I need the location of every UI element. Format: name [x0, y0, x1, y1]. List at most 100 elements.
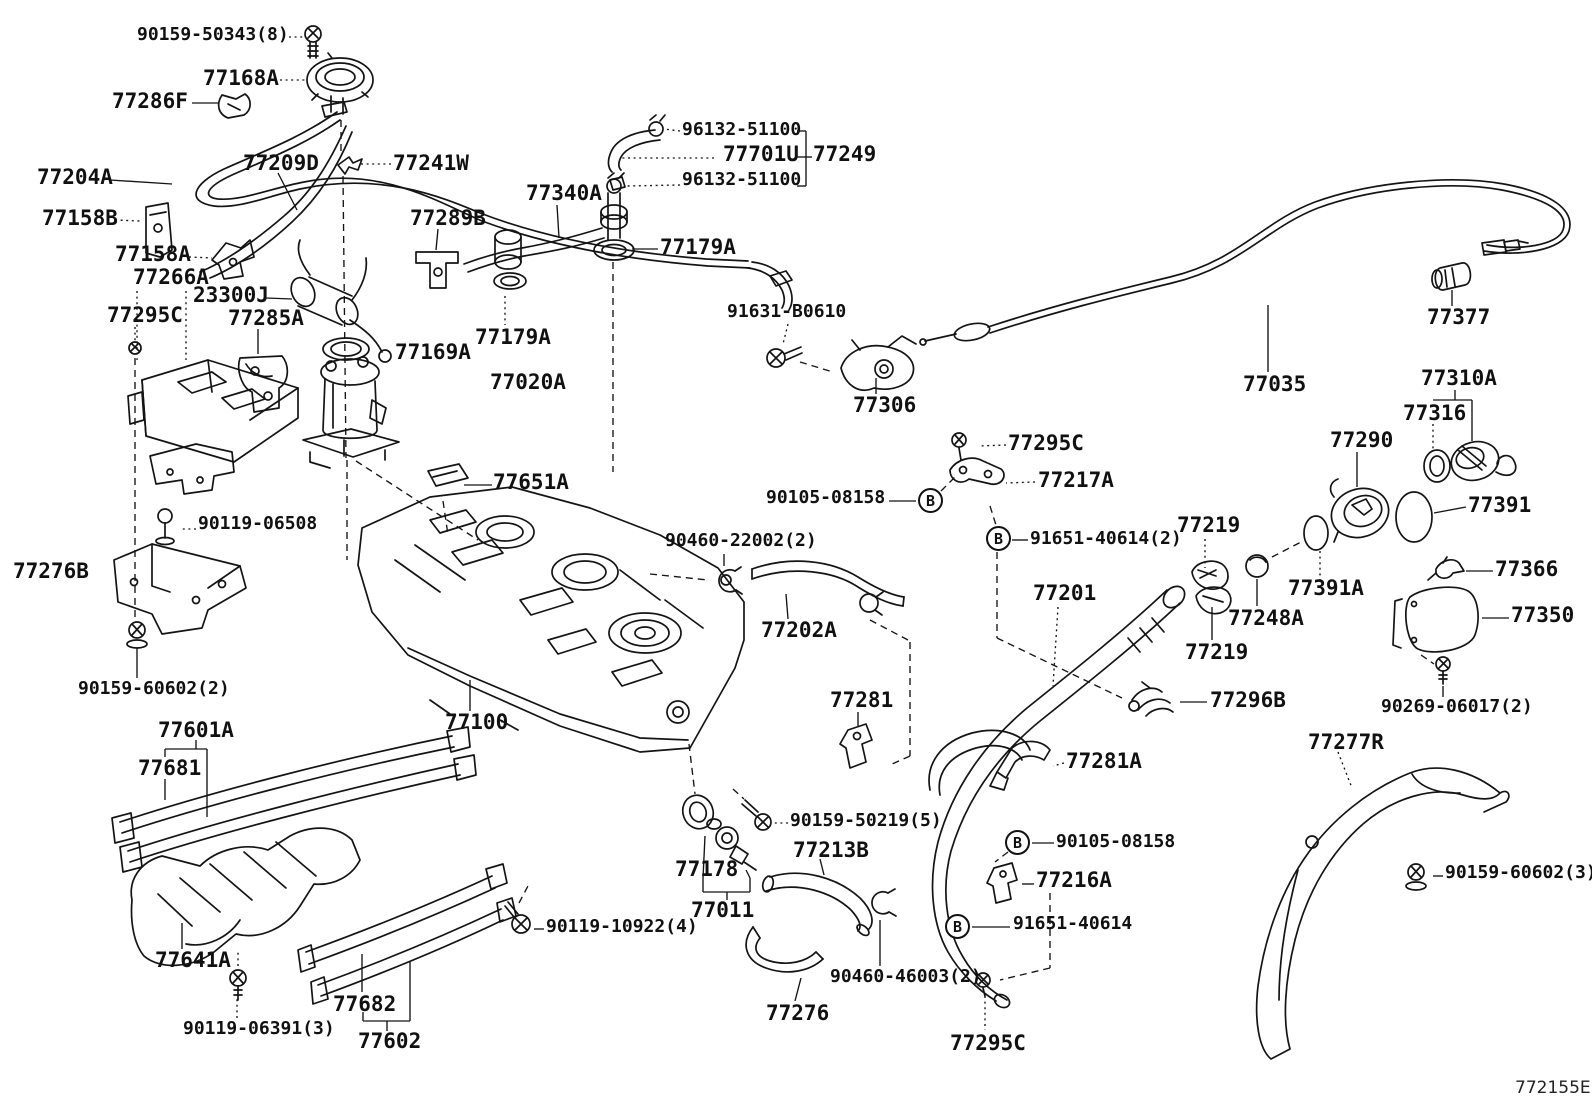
- part-label-77168A: 77168A: [203, 66, 279, 90]
- part-label-90159-50343(8): 90159-50343(8): [137, 24, 289, 45]
- part-label-23300J: 23300J: [193, 283, 269, 307]
- part-label-77020A: 77020A: [490, 370, 566, 394]
- part-label-90105-08158: 90105-08158: [1056, 831, 1176, 852]
- leader-line: [689, 744, 695, 794]
- leader-line: [995, 852, 1008, 862]
- part-label-77310A: 77310A: [1421, 366, 1497, 390]
- part-label-77213B: 77213B: [793, 838, 869, 862]
- part-label-77682: 77682: [333, 992, 397, 1016]
- part-label-77219: 77219: [1177, 513, 1241, 537]
- leader-line: [557, 205, 559, 238]
- leader-line: [1006, 482, 1035, 483]
- part-label-90105-08158: 90105-08158: [766, 487, 886, 508]
- part-label-77306: 77306: [853, 393, 917, 417]
- leader-line: [1053, 763, 1064, 766]
- part-label-77217A: 77217A: [1038, 468, 1114, 492]
- part-label-77295C: 77295C: [950, 1031, 1026, 1055]
- fuel-filler-pipe-art: [678, 582, 1189, 1010]
- part-label-90159-60602(2): 90159-60602(2): [78, 678, 230, 699]
- leader-line: [978, 445, 1006, 446]
- part-label-96132-51100: 96132-51100: [682, 119, 802, 140]
- part-label-77601A: 77601A: [158, 718, 234, 742]
- part-label-77277R: 77277R: [1308, 730, 1384, 754]
- leader-line: [278, 173, 297, 210]
- part-label-77249: 77249: [813, 142, 877, 166]
- part-label-77295C: 77295C: [1008, 431, 1084, 455]
- leader-line: [800, 362, 833, 372]
- part-label-77158A: 77158A: [115, 242, 191, 266]
- part-label-90460-46003(2): 90460-46003(2): [830, 966, 982, 987]
- leader-line: [1338, 752, 1352, 788]
- leader-lines: [110, 37, 1509, 1031]
- leader-line: [746, 870, 750, 878]
- canister-shield-art: [114, 342, 298, 648]
- part-label-96132-51100: 96132-51100: [682, 169, 802, 190]
- part-label-77204A: 77204A: [37, 165, 113, 189]
- left-clips-art: [146, 94, 362, 412]
- leader-line: [343, 176, 346, 458]
- part-label-77201: 77201: [1033, 581, 1097, 605]
- part-label-90119-10922(4): 90119-10922(4): [546, 916, 698, 937]
- leader-line: [519, 884, 529, 903]
- part-label-90159-60602(3): 90159-60602(3): [1445, 862, 1592, 883]
- part-label-77701U: 77701U: [723, 142, 799, 166]
- part-label-77276B: 77276B: [13, 559, 89, 583]
- part-label-77391: 77391: [1468, 493, 1532, 517]
- part-label-77602: 77602: [358, 1029, 422, 1053]
- part-label-77281A: 77281A: [1066, 749, 1142, 773]
- filler-opening-parts-art: [1129, 436, 1516, 716]
- part-label-77377: 77377: [1427, 305, 1491, 329]
- part-label-77289B: 77289B: [410, 206, 486, 230]
- part-label-91651-40614(2): 91651-40614(2): [1030, 528, 1182, 549]
- b-callout-marker: B: [945, 914, 970, 939]
- part-label-77100: 77100: [445, 710, 509, 734]
- leader-line: [356, 461, 478, 540]
- fuel-tank-art: [358, 487, 744, 752]
- part-label-77158B: 77158B: [42, 206, 118, 230]
- leader-line: [443, 501, 448, 535]
- leader-line: [820, 859, 824, 875]
- part-label-77169A: 77169A: [395, 340, 471, 364]
- part-label-90269-06017(2): 90269-06017(2): [1381, 696, 1533, 717]
- leader-line: [436, 229, 438, 250]
- part-label-77641A: 77641A: [155, 948, 231, 972]
- leader-line: [1000, 968, 1050, 980]
- part-label-77202A: 77202A: [761, 618, 837, 642]
- leader-line: [1434, 507, 1466, 513]
- leader-line: [110, 180, 172, 184]
- part-label-77285A: 77285A: [228, 306, 304, 330]
- part-label-77281: 77281: [830, 688, 894, 712]
- leader-line: [189, 257, 212, 258]
- part-label-77295C: 77295C: [107, 303, 183, 327]
- part-label-77296B: 77296B: [1210, 688, 1286, 712]
- part-label-77011: 77011: [691, 898, 755, 922]
- cushion-pad-art: [428, 464, 468, 486]
- part-label-77391A: 77391A: [1288, 576, 1364, 600]
- leader-line: [786, 594, 788, 619]
- leader-line: [733, 789, 744, 799]
- part-label-77241W: 77241W: [393, 151, 469, 175]
- part-label-77290: 77290: [1330, 428, 1394, 452]
- part-label-77316: 77316: [1403, 401, 1467, 425]
- leader-line: [626, 185, 680, 186]
- part-label-77178: 77178: [675, 857, 739, 881]
- part-label-90159-50219(5): 90159-50219(5): [790, 810, 942, 831]
- b-callout-marker: B: [1005, 830, 1030, 855]
- leader-line: [890, 756, 910, 765]
- part-label-77219: 77219: [1185, 640, 1249, 664]
- leader-line: [664, 129, 680, 131]
- leader-line: [650, 574, 708, 580]
- leader-line: [1421, 655, 1434, 664]
- b-callout-marker: B: [918, 488, 943, 513]
- part-label-90119-06508: 90119-06508: [198, 513, 318, 534]
- part-label-77216A: 77216A: [1036, 868, 1112, 892]
- fuel-pump-assembly-art: [303, 338, 399, 468]
- leader-line: [870, 620, 908, 640]
- leader-line: [783, 324, 788, 344]
- part-label-90119-06391(3): 90119-06391(3): [183, 1018, 335, 1039]
- part-label-77248A: 77248A: [1228, 606, 1304, 630]
- breather-hose-art: [719, 561, 904, 615]
- leader-line: [703, 836, 705, 878]
- diagram-code: 772155E: [1515, 1078, 1591, 1098]
